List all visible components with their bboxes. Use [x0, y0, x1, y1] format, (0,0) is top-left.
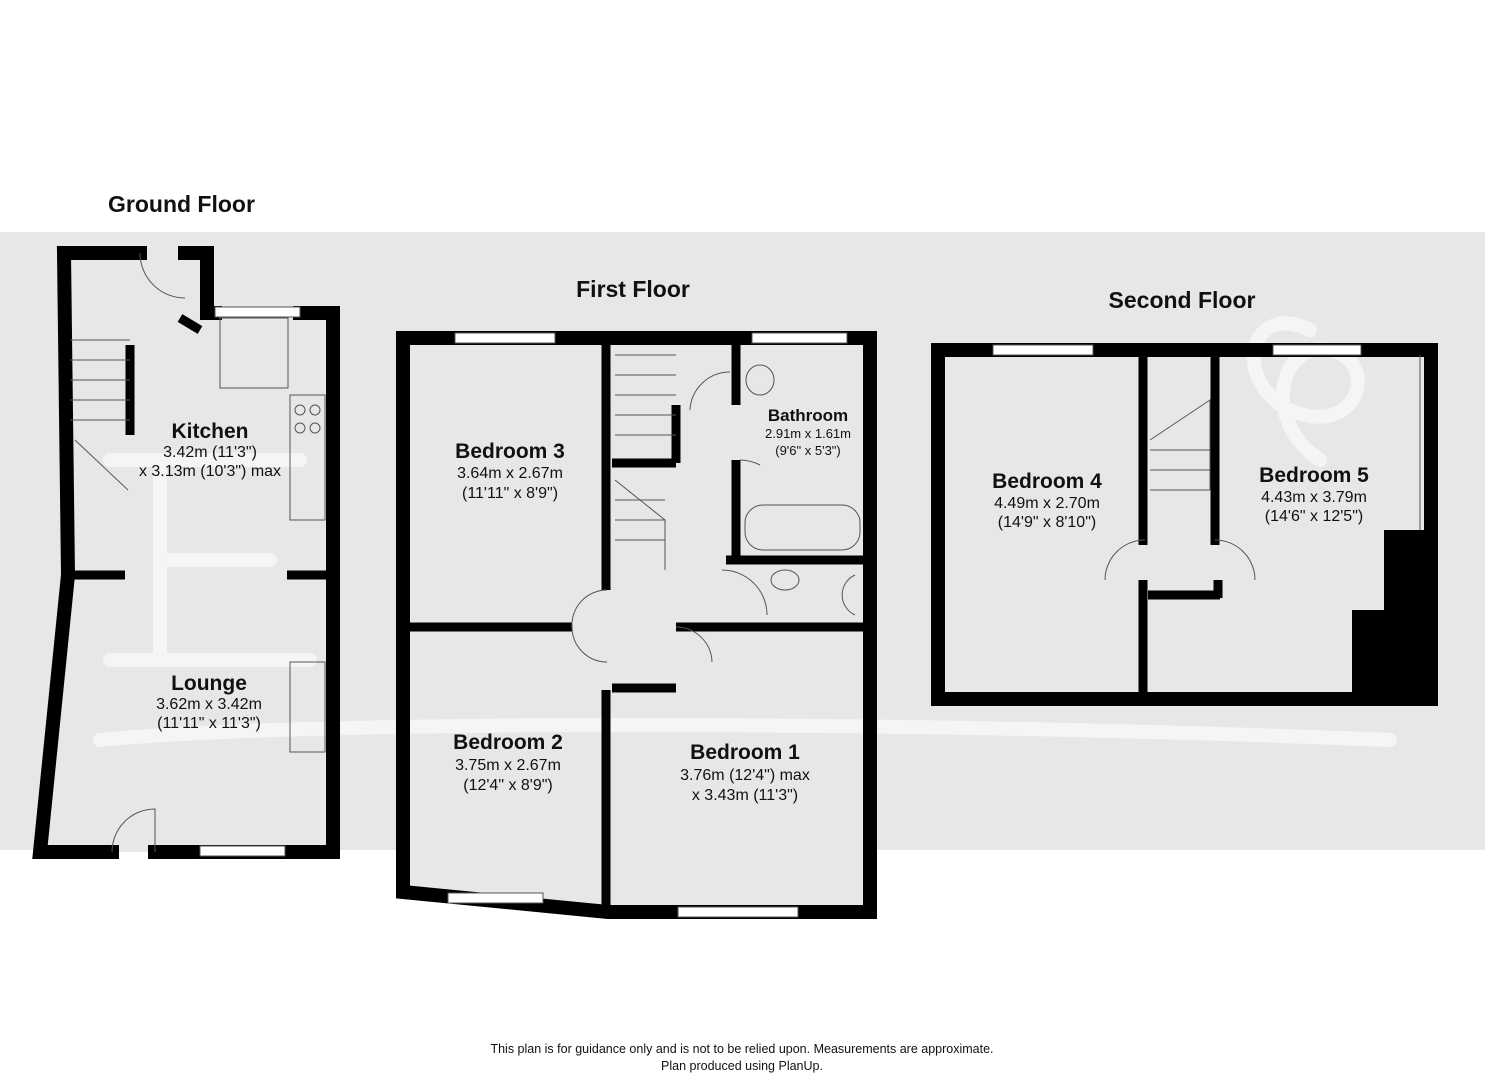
room-dim-bedroom-5-2: (14'6" x 12'5"): [1265, 508, 1363, 525]
ground-floor-walls: [32, 246, 340, 859]
room-label-lounge: Lounge: [171, 672, 247, 695]
room-label-bedroom-3: Bedroom 3: [455, 440, 565, 463]
room-dim-bathroom-1: 2.91m x 1.61m: [765, 426, 851, 441]
room-label-bedroom-2: Bedroom 2: [453, 731, 563, 754]
room-label-kitchen: Kitchen: [171, 420, 248, 443]
second-floor-walls: [931, 343, 1438, 706]
room-dim-kitchen-1: 3.42m (11'3"): [163, 444, 257, 461]
room-dim-bedroom-2-2: (12'4" x 8'9"): [463, 777, 553, 794]
room-dim-bedroom-3-2: (11'11" x 8'9"): [462, 485, 558, 502]
room-label-bedroom-1: Bedroom 1: [690, 741, 800, 764]
room-dim-bedroom-5-1: 4.43m x 3.79m: [1261, 489, 1367, 506]
room-dim-bedroom-1-2: x 3.43m (11'3"): [692, 787, 798, 804]
room-dim-bedroom-1-1: 3.76m (12'4") max: [680, 767, 810, 784]
room-dim-lounge-2: (11'11" x 11'3"): [157, 715, 261, 732]
first-floor-fill: [403, 338, 870, 912]
room-dim-lounge-1: 3.62m x 3.42m: [156, 696, 262, 713]
first-floor-title: First Floor: [576, 276, 690, 302]
first-floor-walls: [396, 331, 877, 919]
room-dim-bedroom-4-2: (14'9" x 8'10"): [998, 514, 1096, 531]
planup-credit: Plan produced using PlanUp.: [661, 1059, 823, 1073]
ground-floor-title: Ground Floor: [108, 191, 255, 217]
room-label-bathroom: Bathroom: [768, 406, 848, 425]
room-label-bedroom-5: Bedroom 5: [1259, 464, 1369, 487]
room-dim-bedroom-3-1: 3.64m x 2.67m: [457, 465, 563, 482]
disclaimer-text: This plan is for guidance only and is no…: [490, 1042, 993, 1056]
room-label-bedroom-4: Bedroom 4: [992, 470, 1102, 493]
second-floor-title: Second Floor: [1109, 287, 1256, 313]
room-dim-bedroom-4-1: 4.49m x 2.70m: [994, 495, 1100, 512]
room-dim-bathroom-2: (9'6" x 5'3"): [775, 443, 841, 458]
room-dim-kitchen-2: x 3.13m (10'3") max: [139, 463, 281, 480]
room-dim-bedroom-2-1: 3.75m x 2.67m: [455, 757, 561, 774]
